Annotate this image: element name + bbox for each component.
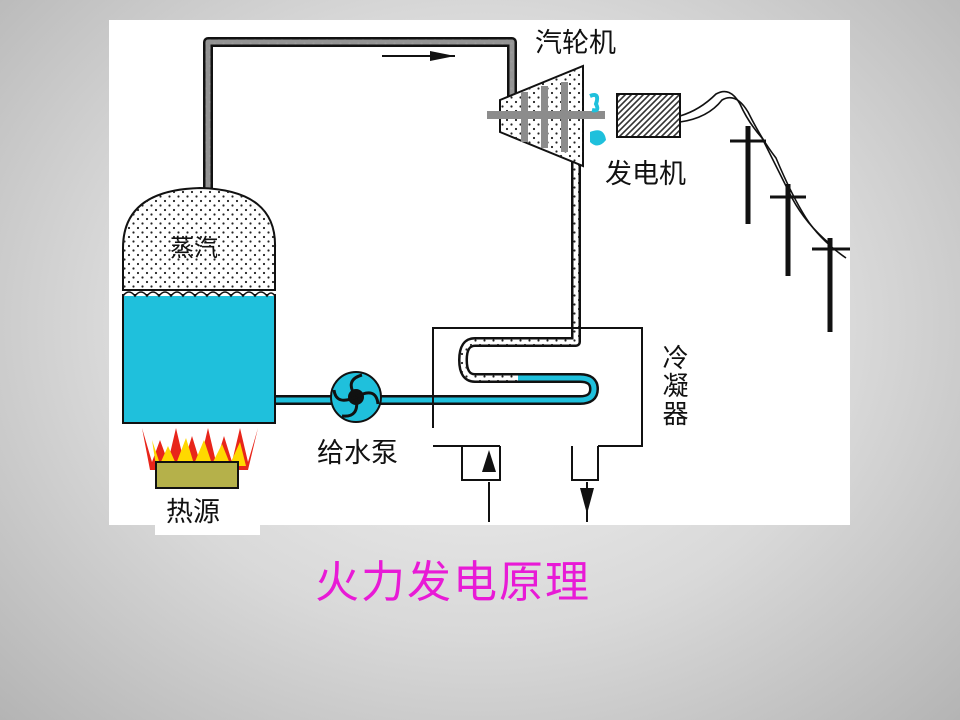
exhaust-pipe (458, 150, 581, 383)
turbine (487, 64, 606, 168)
boiler (122, 186, 277, 424)
heat-source-label: 热源 (166, 497, 220, 528)
page-title: 火力发电原理 (315, 557, 591, 608)
generator (616, 93, 681, 138)
steam-label: 蒸汽 (170, 234, 218, 262)
burner (155, 461, 239, 489)
steam-pipe (203, 37, 517, 190)
flow-arrow-icon (382, 51, 455, 61)
turbine-label: 汽轮机 (535, 28, 616, 59)
pump-icon (330, 371, 382, 423)
condenser (432, 327, 643, 522)
boiler-water (122, 294, 276, 424)
condenser-label: 冷凝器 (658, 344, 688, 428)
flame-icon (142, 428, 258, 470)
feedwater-pipe (273, 373, 599, 405)
pump-label: 给水泵 (317, 438, 398, 469)
power-pole-icon (730, 126, 850, 332)
generator-label: 发电机 (605, 159, 686, 190)
